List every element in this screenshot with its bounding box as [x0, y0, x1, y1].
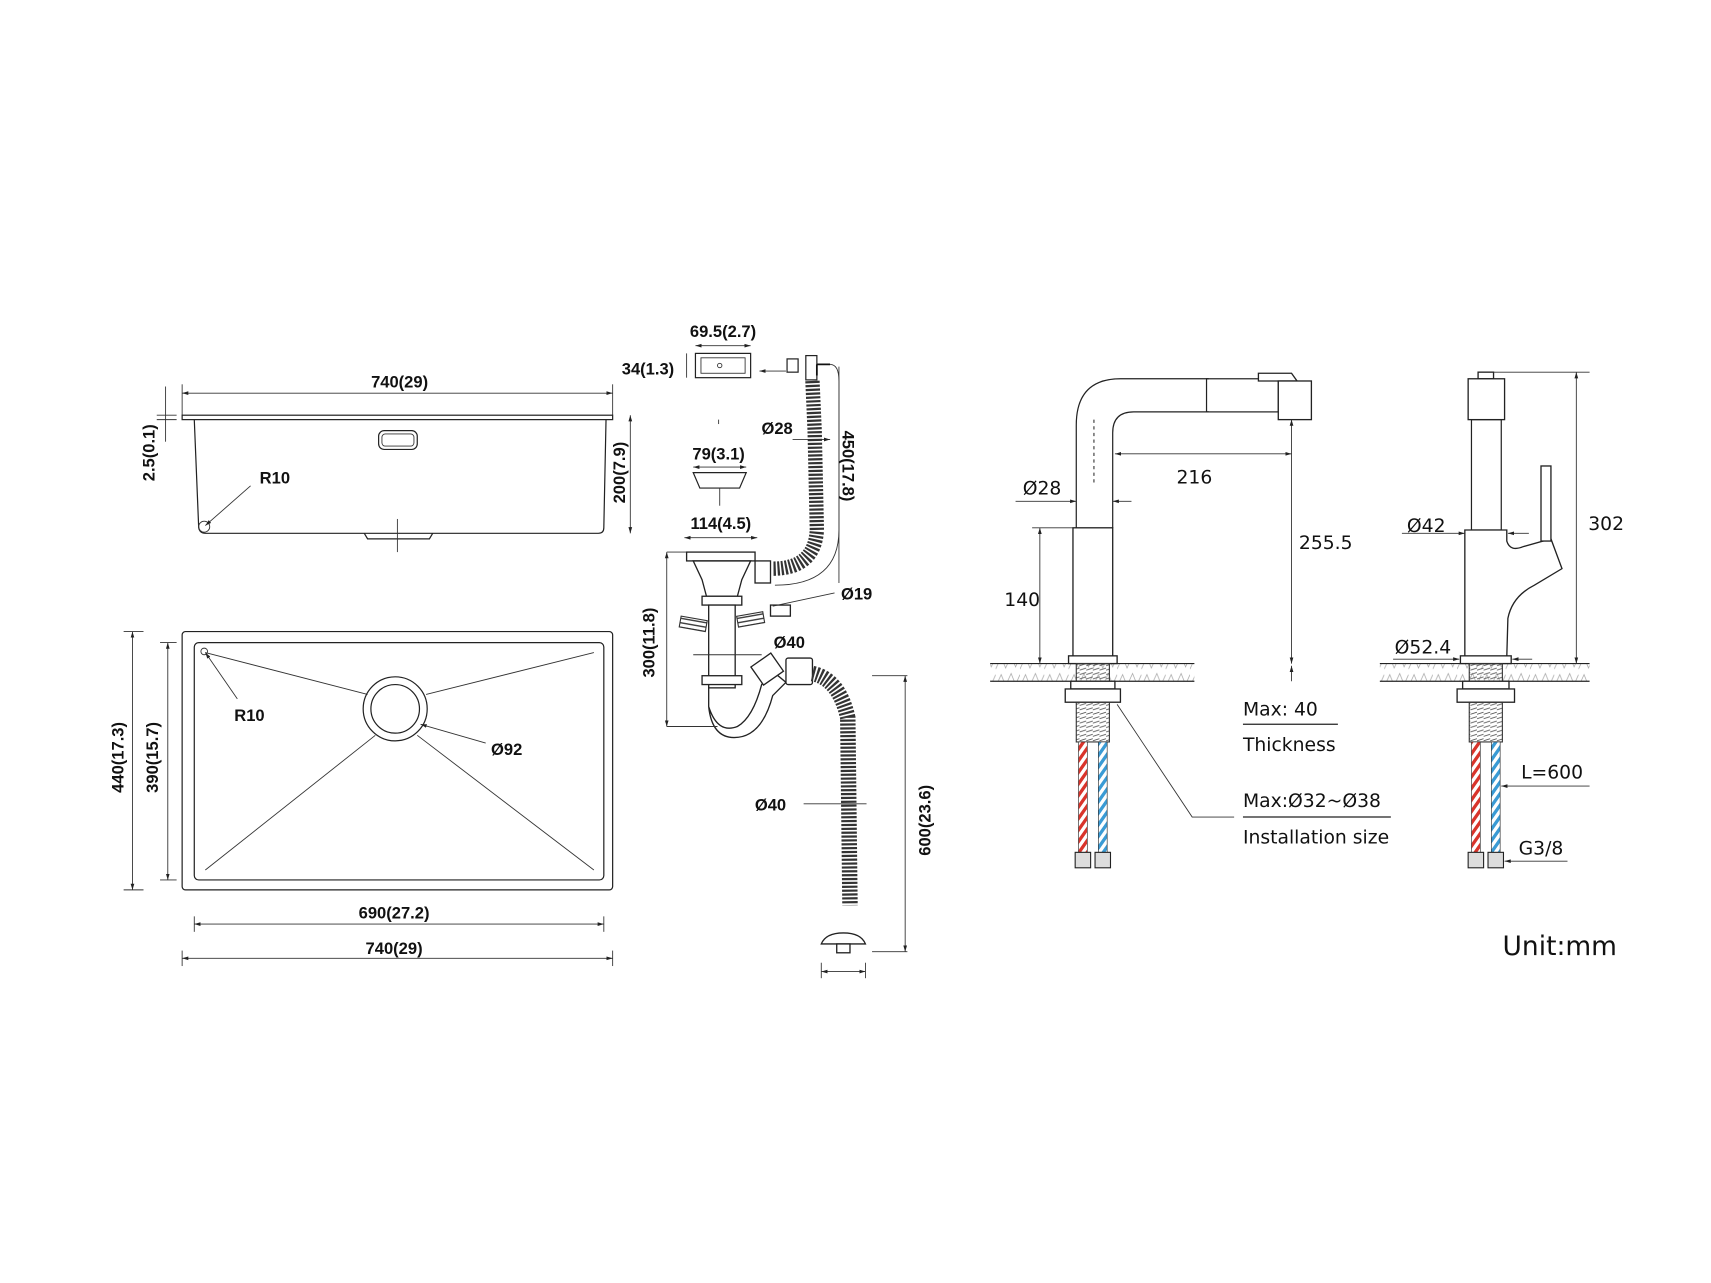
installation-label: Installation size: [1243, 828, 1389, 849]
sink-top-width-label: 740(29): [371, 373, 428, 392]
thread-size-label: G3/8: [1519, 839, 1564, 860]
outer-width-label: 740(29): [366, 939, 423, 958]
hose-length-side-label: L=600: [1521, 762, 1583, 783]
installation-value: Max:Ø32~Ø38: [1243, 791, 1381, 812]
hose-diameter-label: Ø28: [761, 419, 792, 438]
rim-thickness-label: 2.5(0.1): [140, 424, 159, 481]
unit-label: Unit:mm: [1503, 931, 1617, 962]
drain-assembly: 69.5(2.7) 34(1.3) Ø28 450(17.8) 79(3.1) …: [622, 322, 935, 979]
pipe-diameter-label: Ø40: [774, 633, 805, 652]
body-height-label: 140: [1004, 590, 1040, 611]
thickness-value: Max: 40: [1243, 699, 1318, 720]
overflow-height-label: 34(1.3): [622, 359, 674, 378]
sink-plan-radius-label: R10: [234, 706, 264, 725]
strainer-diameter-label: 79(3.1): [692, 444, 744, 463]
body-diameter-label: Ø42: [1407, 516, 1446, 537]
inner-width-label: 690(27.2): [359, 904, 430, 923]
spout-diameter-label: Ø28: [1023, 479, 1062, 500]
spout-height-label: 255.5: [1299, 533, 1353, 554]
sink-side-view: 740(29) R10 2.5(0.1) 200(7.9): [140, 373, 633, 553]
connector-diameter-label: Ø19: [841, 585, 872, 604]
inner-depth-label: 390(15.7): [143, 722, 162, 793]
faucet-front-view: 216 Ø28 255.5 140 Max: 40 Thickness Max:…: [990, 372, 1391, 869]
outlet-diameter-label: Ø40: [755, 795, 786, 814]
base-diameter-label: Ø52.4: [1395, 638, 1452, 659]
outer-depth-label: 440(17.3): [109, 722, 128, 793]
drain-diameter-label: Ø92: [491, 740, 522, 759]
outlet-length-label: 600(23.6): [916, 785, 935, 856]
overflow-width-label: 69.5(2.7): [690, 322, 756, 341]
trap-height-label: 300(11.8): [640, 608, 659, 678]
sink-depth-label: 200(7.9): [610, 442, 629, 504]
flange-diameter-label: 114(4.5): [690, 514, 751, 533]
sink-plan-view: R10 Ø92 440(17.3) 390(15.7) 690(27.2) 74…: [109, 630, 614, 967]
thickness-label: Thickness: [1242, 735, 1336, 756]
reach-label: 216: [1176, 468, 1212, 489]
hose-length-label: 450(17.8): [838, 431, 857, 502]
sink-side-radius-label: R10: [260, 469, 290, 488]
faucet-side-view: Ø42 302 Ø52.4 L=600 G3/8: [1379, 371, 1624, 869]
total-height-label: 302: [1588, 514, 1624, 535]
